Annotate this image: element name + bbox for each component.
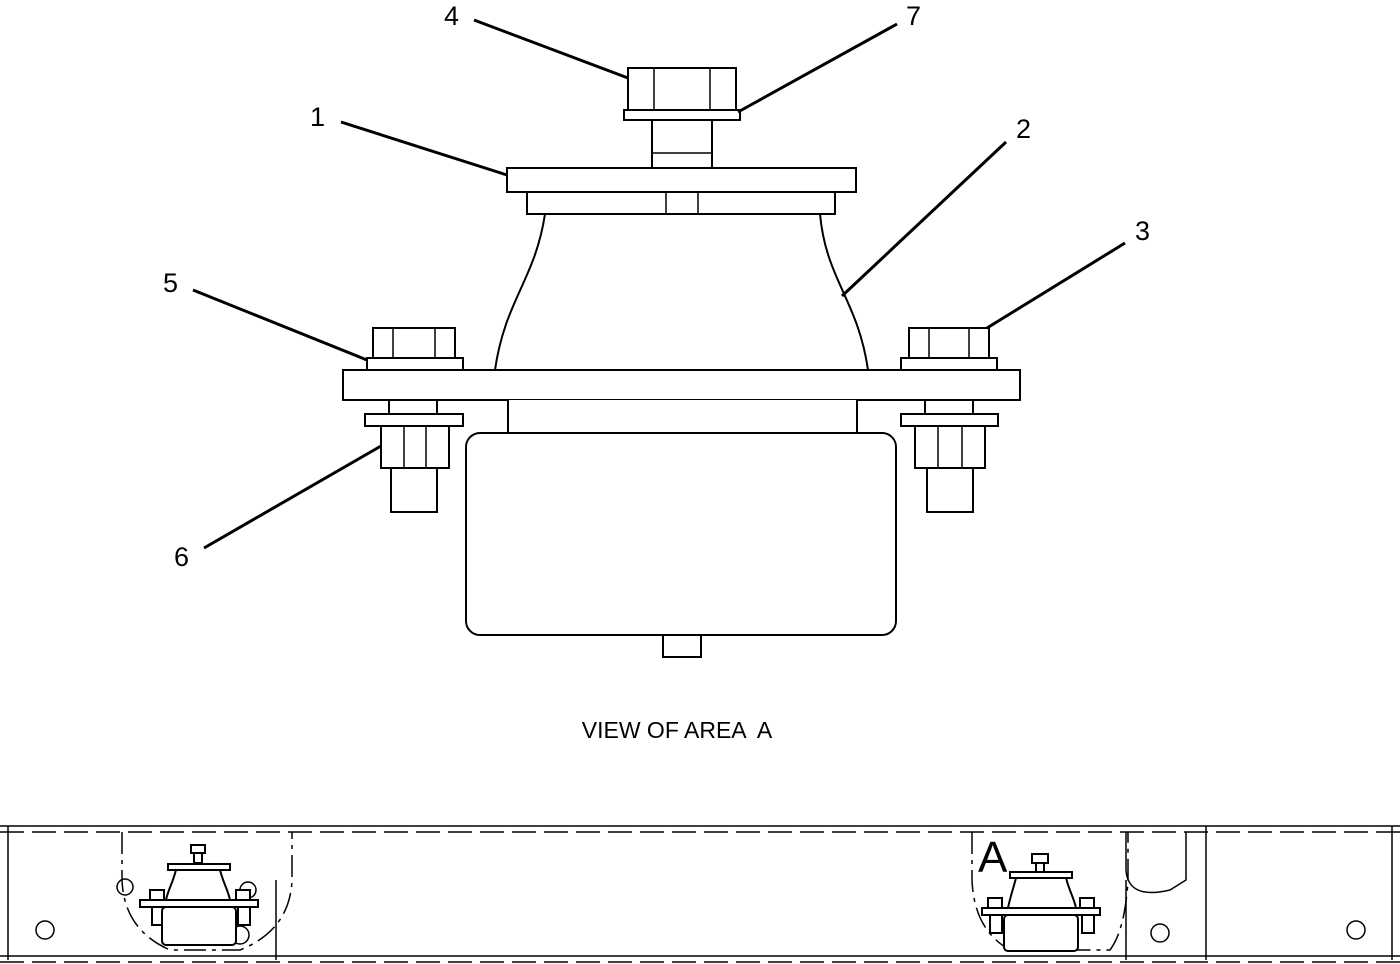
leader-7 <box>737 22 898 114</box>
callout-labels: 1 2 3 4 5 6 7 <box>163 1 1150 572</box>
lower-stud <box>662 634 702 658</box>
left-nut <box>364 413 464 513</box>
overview-mount-left <box>139 844 259 946</box>
callout-6: 6 <box>174 542 189 572</box>
overview-mount-right <box>981 853 1101 952</box>
housing-neck <box>507 400 858 434</box>
callout-3: 3 <box>1135 216 1150 246</box>
area-marker: A <box>978 833 1008 882</box>
callout-4: 4 <box>444 1 459 31</box>
right-bolt <box>900 327 998 415</box>
right-nut <box>900 413 999 513</box>
frame-hole <box>35 920 55 940</box>
top-plate <box>506 167 857 215</box>
callout-7: 7 <box>906 1 921 31</box>
leader-1 <box>340 120 508 177</box>
view-caption: VIEW OF AREA A <box>582 717 773 743</box>
leader-2 <box>840 140 1008 298</box>
callout-1: 1 <box>310 102 325 132</box>
frame-hole <box>116 878 134 896</box>
leader-3 <box>986 241 1126 330</box>
isolator-body <box>493 213 870 371</box>
callout-5: 5 <box>163 268 178 298</box>
leader-6 <box>203 444 382 550</box>
top-washer <box>623 109 741 121</box>
left-bolt <box>366 327 464 415</box>
frame-hole <box>1346 920 1366 940</box>
leader-lines <box>192 18 1126 550</box>
base-plate <box>342 369 1021 401</box>
frame-hole <box>1150 923 1170 943</box>
leader-5 <box>192 288 368 362</box>
mount-assembly-detail <box>342 67 1021 658</box>
callout-2: 2 <box>1016 114 1031 144</box>
lower-housing <box>465 432 897 636</box>
leader-4 <box>473 18 629 80</box>
frame-overview: A <box>0 825 1400 963</box>
